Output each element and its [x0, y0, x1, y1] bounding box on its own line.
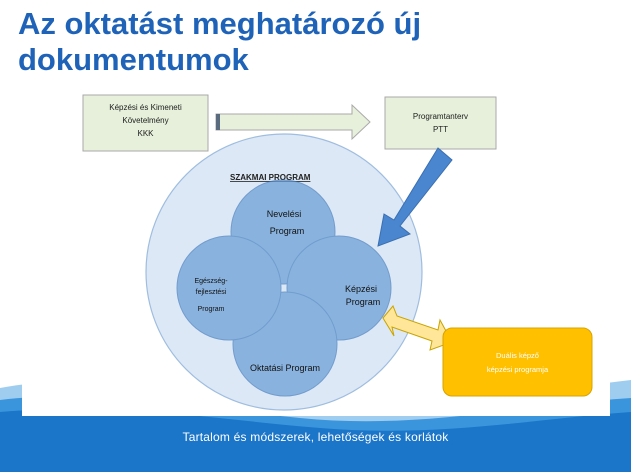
ptt-to-circle-arrow [377, 147, 453, 247]
ptt-box: Programtanterv PTT [384, 96, 497, 150]
ptt-line-1: Programtanterv [413, 112, 468, 121]
egeszseg-label-3: Program [198, 306, 225, 313]
kkk-line-3: KKK [137, 129, 154, 138]
egeszseg-label-1: Egészség- [194, 278, 228, 285]
szakmai-program-label: SZAKMAI PROGRAM [230, 173, 311, 182]
kkk-line-1: Képzési és Kimeneti [109, 103, 182, 112]
kkk-box: Képzési és Kimeneti Követelmény KKK [82, 94, 209, 152]
ptt-line-2: PTT [433, 125, 448, 134]
dual-line-1: Duális képző [496, 351, 539, 360]
neveles-label-1: Nevelési [267, 209, 302, 219]
neveles-label-2: Program [270, 226, 305, 236]
slide-title-line-1: Az oktatást meghatározó új [18, 6, 422, 41]
oktatasi-label: Oktatási Program [250, 363, 320, 373]
kkk-line-2: Követelmény [122, 116, 168, 125]
kkk-to-ptt-arrow [215, 103, 371, 141]
program-circles [176, 179, 392, 397]
dual-line-2: képzési programja [487, 365, 549, 374]
circle-egeszseg [176, 235, 282, 341]
egeszseg-label-2: fejlesztési [196, 289, 227, 296]
kepzesi-label-1: Képzési [345, 284, 377, 294]
kepzesi-label-2: Program [346, 297, 381, 307]
footer-caption: Tartalom és módszerek, lehetőségek és ko… [182, 430, 449, 444]
slide-title: Az oktatást meghatározó új dokumentumok [18, 6, 618, 78]
slide-title-line-2: dokumentumok [18, 42, 249, 77]
dual-box: Duális képző képzési programja [442, 327, 593, 397]
